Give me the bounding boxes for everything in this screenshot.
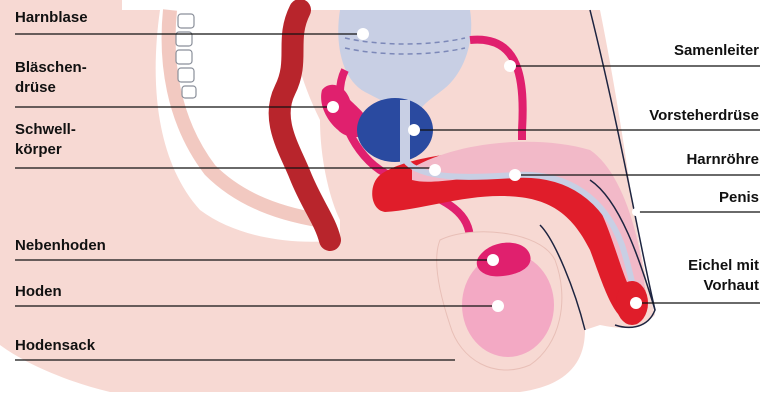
marker-eichel (630, 297, 642, 309)
marker-schwellkoerper (429, 164, 441, 176)
marker-harnroehre (509, 169, 521, 181)
marker-penis (632, 208, 640, 216)
label-hoden: Hoden (15, 282, 62, 302)
label-blaeschendruese: Bläschen- drüse (15, 58, 87, 98)
label-hodensack: Hodensack (15, 336, 95, 356)
label-harnblase: Harnblase (15, 8, 88, 28)
label-nebenhoden: Nebenhoden (15, 236, 106, 256)
label-harnroehre: Harnröhre (686, 150, 759, 170)
marker-samenleiter (504, 60, 516, 72)
marker-harnblase (357, 28, 369, 40)
marker-nebenhoden (487, 254, 499, 266)
label-penis: Penis (719, 188, 759, 208)
label-schwellkoerper: Schwell- körper (15, 120, 76, 160)
label-eichel-mit-vorhaut: Eichel mit Vorhaut (688, 256, 759, 296)
marker-blaeschendruese (327, 101, 339, 113)
label-samenleiter: Samenleiter (674, 41, 759, 61)
marker-vorsteherdruese (408, 124, 420, 136)
label-vorsteherdruese: Vorsteherdrüse (649, 106, 759, 126)
marker-hoden (492, 300, 504, 312)
